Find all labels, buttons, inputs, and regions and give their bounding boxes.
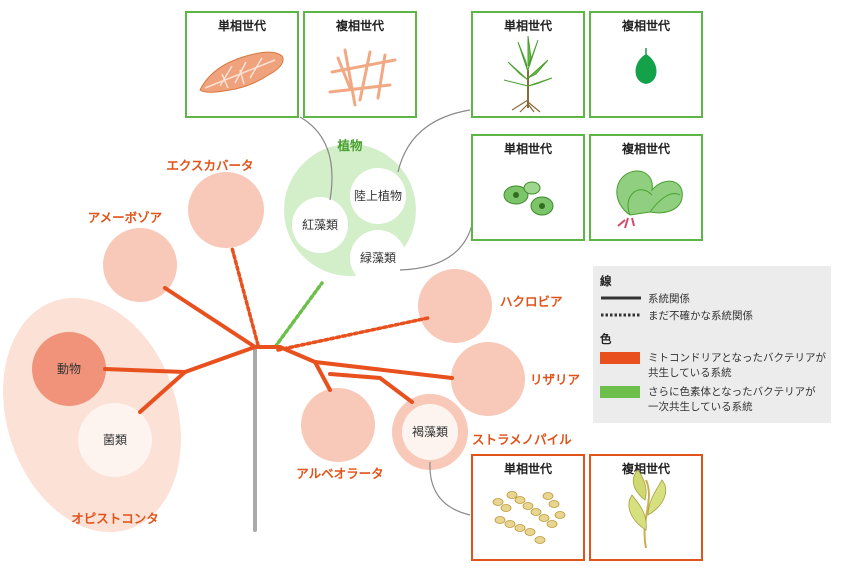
land-plants-diploid-title: 複相世代 bbox=[621, 18, 670, 33]
red-algae-circle bbox=[292, 197, 348, 253]
legend-panel bbox=[593, 266, 831, 423]
excavata-circle bbox=[188, 172, 264, 248]
legend-color-heading: 色 bbox=[600, 332, 612, 346]
opisthokonta-label: オピストコンタ bbox=[71, 511, 159, 526]
land-plants-diploid-illustration bbox=[635, 48, 657, 84]
legend: 線 系統関係 まだ不確かな系統関係 色 ミトコンドリアとなったバクテリアが 共生… bbox=[593, 266, 831, 423]
excavata-label: エクスカバータ bbox=[166, 158, 253, 173]
tree-lines bbox=[103, 246, 454, 532]
red-algae-label: 紅藻類 bbox=[302, 218, 338, 232]
animals-circle bbox=[32, 332, 106, 406]
legend-green-line2: 一次共生している系統 bbox=[648, 400, 753, 413]
branch-sar-stem bbox=[253, 345, 317, 364]
legend-green-line1: さらに色素体となったバクテリアが bbox=[648, 385, 816, 398]
generation-boxes bbox=[185, 11, 703, 561]
land-plants-haploid-illustration bbox=[503, 35, 553, 113]
legend-orange-line1: ミトコンドリアとなったバクテリアが bbox=[648, 351, 826, 364]
brown-algae-haploid-title: 単相世代 bbox=[504, 461, 552, 476]
red-algae-haploid-title: 単相世代 bbox=[218, 18, 266, 33]
box-titles: 単相世代 複相世代 単相世代 複相世代 単相世代 複相世代 単相世代 複相世代 bbox=[218, 18, 670, 476]
green-algae-diploid-title: 複相世代 bbox=[621, 141, 670, 156]
connector-brown-algae bbox=[429, 461, 471, 516]
connectors bbox=[299, 109, 473, 516]
fungi-label: 菌類 bbox=[103, 433, 127, 447]
branch-haptophyta bbox=[276, 316, 430, 352]
group-labels: 植物 エクスカバータ アメーボゾア オピストコンタ ハクロビア リザリア アルベ… bbox=[71, 138, 580, 526]
alveolata-circle bbox=[301, 388, 375, 462]
rhizaria-label: リザリア bbox=[530, 372, 580, 387]
legend-orange-line2: 共生している系統 bbox=[648, 366, 732, 379]
amoebozoa-label: アメーボゾア bbox=[88, 210, 162, 225]
brown-algae-label: 褐藻類 bbox=[412, 424, 448, 439]
alveolata-label: アルベオラータ bbox=[296, 466, 383, 481]
branch-alveolata bbox=[313, 360, 332, 392]
haptophyta-label: ハクロビア bbox=[500, 294, 563, 309]
plants-label: 植物 bbox=[336, 138, 363, 153]
legend-orange-swatch bbox=[600, 352, 640, 364]
haptophyta-circle bbox=[418, 269, 492, 343]
branch-animals bbox=[103, 367, 187, 374]
animals-label: 動物 bbox=[57, 362, 81, 376]
circle-labels: 動物 菌類 紅藻類 陸上植物 緑藻類 褐藻類 bbox=[57, 188, 448, 447]
red-algae-diploid-title: 複相世代 bbox=[335, 18, 384, 33]
land-plants-label: 陸上植物 bbox=[354, 188, 402, 203]
amoebozoa-circle bbox=[103, 228, 177, 302]
green-algae-diploid-illustration bbox=[616, 170, 683, 229]
rhizaria-circle bbox=[451, 342, 525, 416]
brown-algae-circle bbox=[402, 404, 458, 460]
land-plants-haploid-title: 単相世代 bbox=[504, 18, 552, 33]
brown-algae-diploid-illustration bbox=[628, 469, 666, 549]
branch-amoebozoa bbox=[163, 286, 257, 349]
connector-green-algae bbox=[399, 224, 473, 271]
red-algae-haploid-illustration bbox=[199, 51, 284, 93]
fungi-circle bbox=[78, 403, 152, 477]
branch-plants bbox=[273, 281, 324, 349]
green-algae-haploid-illustration bbox=[503, 181, 554, 216]
legend-dotted-label: まだ不確かな系統関係 bbox=[648, 309, 753, 322]
green-algae-label: 緑藻類 bbox=[360, 250, 396, 265]
connector-land-plants bbox=[397, 109, 471, 173]
brown-algae-diploid-title: 複相世代 bbox=[621, 461, 670, 476]
green-algae-circle bbox=[350, 230, 406, 286]
legend-line-heading: 線 bbox=[600, 274, 612, 288]
legend-solid-label: 系統関係 bbox=[648, 292, 690, 305]
branch-rhizaria bbox=[313, 360, 454, 380]
green-algae-haploid-title: 単相世代 bbox=[504, 141, 552, 156]
land-plants-circle bbox=[350, 168, 406, 224]
branch-stramenopiles bbox=[328, 372, 414, 404]
connector-red-algae bbox=[299, 116, 333, 201]
red-algae-diploid-illustration bbox=[328, 48, 397, 107]
stramenopiles-label: ストラメノパイル bbox=[472, 432, 572, 447]
legend-green-swatch bbox=[600, 386, 640, 398]
brown-algae-haploid-illustration bbox=[492, 491, 566, 544]
branch-excavata bbox=[230, 246, 260, 347]
